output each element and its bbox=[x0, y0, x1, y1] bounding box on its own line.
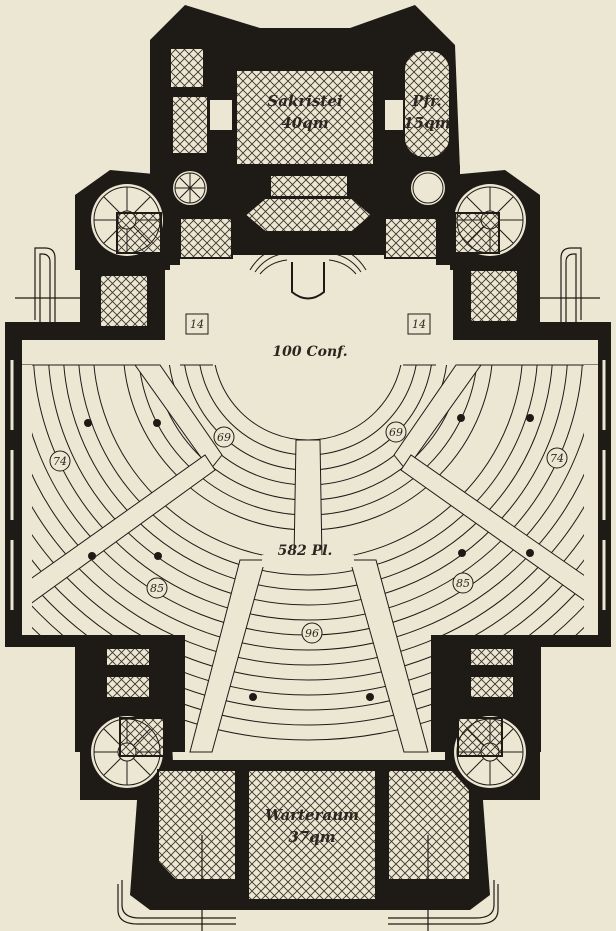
count-circle-lower-right bbox=[452, 572, 474, 594]
capacity-labels: 100 Conf. 582 Pl. bbox=[272, 344, 347, 559]
count-right-inner: 69 bbox=[389, 426, 403, 439]
aisle-left-lower bbox=[189, 559, 266, 753]
stair-landing-left bbox=[116, 212, 162, 254]
spiral-stair-upper-right bbox=[456, 186, 524, 254]
count-upper-right: 14 bbox=[412, 318, 426, 331]
waiting-room-name-label: Warteraum bbox=[265, 806, 359, 824]
waiting-room-area-label: 37qm bbox=[288, 828, 335, 846]
closet-upper-left bbox=[169, 47, 205, 89]
block-count-labels: 14 14 74 69 69 74 85 85 96 bbox=[53, 318, 564, 640]
tower-room-left bbox=[99, 274, 149, 328]
count-center: 96 bbox=[305, 627, 319, 640]
stair-landing-lower-right bbox=[457, 717, 503, 757]
count-box-upper-left bbox=[185, 313, 209, 335]
sacristy-name-label: Sakristei bbox=[267, 92, 342, 110]
altar-steps-left bbox=[249, 245, 288, 275]
pastor-area-label: 15qm bbox=[403, 114, 450, 132]
count-circle-center bbox=[301, 622, 323, 644]
storage-right bbox=[384, 217, 438, 259]
altar-steps-right bbox=[328, 245, 367, 275]
count-right-outer: 74 bbox=[550, 452, 564, 465]
count-lower-right: 85 bbox=[456, 577, 470, 590]
cross-aisle-mid bbox=[262, 555, 354, 567]
small-room-lower-left-2 bbox=[105, 675, 151, 699]
side-aisle-left bbox=[22, 365, 32, 635]
columns bbox=[84, 414, 534, 701]
pastor-room bbox=[403, 49, 451, 159]
round-room-left bbox=[174, 172, 206, 204]
count-lower-left: 85 bbox=[150, 582, 164, 595]
spiral-stairs bbox=[93, 172, 524, 786]
pulpit bbox=[291, 262, 325, 300]
block-count-markers bbox=[49, 313, 568, 644]
spiral-stair-upper-left bbox=[93, 186, 161, 254]
count-circle-left-outer bbox=[49, 450, 71, 472]
count-box-upper-right bbox=[407, 313, 431, 335]
aisle-left-diagonal-1 bbox=[134, 364, 223, 471]
small-room-lower-left-1 bbox=[105, 647, 151, 667]
count-circle-lower-left bbox=[146, 577, 168, 599]
storage-left bbox=[179, 217, 233, 259]
count-circle-right-inner bbox=[385, 421, 407, 443]
side-steps-upper bbox=[15, 247, 600, 322]
sacristy-room bbox=[235, 69, 375, 166]
count-left-outer: 74 bbox=[53, 455, 67, 468]
round-room-right bbox=[412, 172, 444, 204]
sacristy-area-label: 40qm bbox=[281, 114, 328, 132]
room-labels: Sakristei 40qm Pfr. 15qm Warteraum 37qm bbox=[265, 92, 451, 846]
aisles bbox=[21, 340, 599, 753]
count-circle-right-outer bbox=[546, 447, 568, 469]
count-circle-left-inner bbox=[213, 426, 235, 448]
pastor-name-label: Pfr. bbox=[411, 92, 441, 110]
count-left-inner: 69 bbox=[217, 431, 231, 444]
closet-left bbox=[171, 95, 209, 155]
spiral-stair-lower-right bbox=[456, 718, 524, 786]
small-room-lower-right-2 bbox=[469, 675, 515, 699]
wall-openings bbox=[10, 360, 606, 610]
count-upper-left: 14 bbox=[190, 318, 204, 331]
tower-room-right bbox=[469, 269, 519, 323]
center-aisle-upper bbox=[293, 439, 323, 561]
entry-left bbox=[157, 769, 237, 881]
side-aisle-right bbox=[584, 365, 598, 635]
entrance-steps bbox=[117, 835, 499, 931]
small-room-lower-right-1 bbox=[469, 647, 515, 667]
vestibule-upper bbox=[243, 197, 374, 233]
entry-right bbox=[387, 769, 471, 881]
seats-label: 582 Pl. bbox=[278, 543, 333, 559]
hatched-rooms bbox=[99, 47, 519, 901]
aisle-right-lower bbox=[349, 559, 429, 753]
waiting-room bbox=[247, 769, 377, 901]
spiral-stair-lower-left bbox=[93, 718, 161, 786]
confirmands-label: 100 Conf. bbox=[272, 344, 347, 360]
front-cross-aisle bbox=[22, 340, 598, 365]
cabinet-upper bbox=[269, 174, 349, 198]
